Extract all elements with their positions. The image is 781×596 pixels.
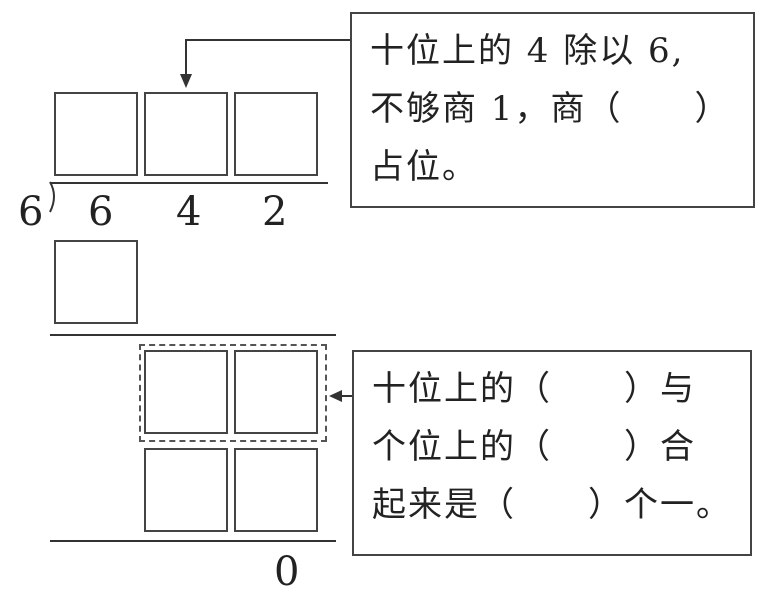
final-remainder: 0 — [274, 549, 300, 595]
callout-top-line-3: 占位。 — [370, 147, 478, 187]
remainder-tens-box[interactable] — [144, 350, 228, 434]
subtraction-line-2 — [50, 540, 336, 542]
dividend-digit-hundreds: 6 — [88, 189, 114, 235]
dividend-digit-tens: 4 — [176, 189, 202, 235]
callout-top-line-2: 不够商 1，商（ ） — [370, 89, 731, 129]
quotient-ones-box[interactable] — [234, 92, 318, 176]
quotient-hundreds-box[interactable] — [54, 92, 138, 176]
callout-bottom-line-3: 起来是（ ）个一。 — [372, 485, 732, 525]
product-hundreds-box[interactable] — [54, 240, 138, 324]
quotient-tens-box[interactable] — [144, 92, 228, 176]
product-tens-box[interactable] — [144, 448, 228, 532]
remainder-ones-box[interactable] — [234, 350, 318, 434]
dividend-digit-ones: 2 — [262, 189, 288, 235]
dashed-highlight-group — [139, 344, 327, 442]
callout-bottom-line-1: 十位上的（ ）与 — [372, 369, 696, 409]
callout-top-line-1: 十位上的 4 除以 6, — [370, 31, 685, 71]
callout-bottom: 十位上的（ ）与 个位上的（ ）合 起来是（ ）个一。 — [352, 350, 752, 556]
division-bracket-line — [50, 182, 328, 184]
division-bracket-curve — [49, 181, 55, 213]
callout-bottom-line-2: 个位上的（ ）合 — [372, 427, 696, 467]
divisor: 6 — [18, 189, 44, 235]
callout-top: 十位上的 4 除以 6, 不够商 1，商（ ） 占位。 — [350, 12, 755, 208]
subtraction-line-1 — [50, 334, 336, 336]
product-ones-box[interactable] — [234, 448, 318, 532]
